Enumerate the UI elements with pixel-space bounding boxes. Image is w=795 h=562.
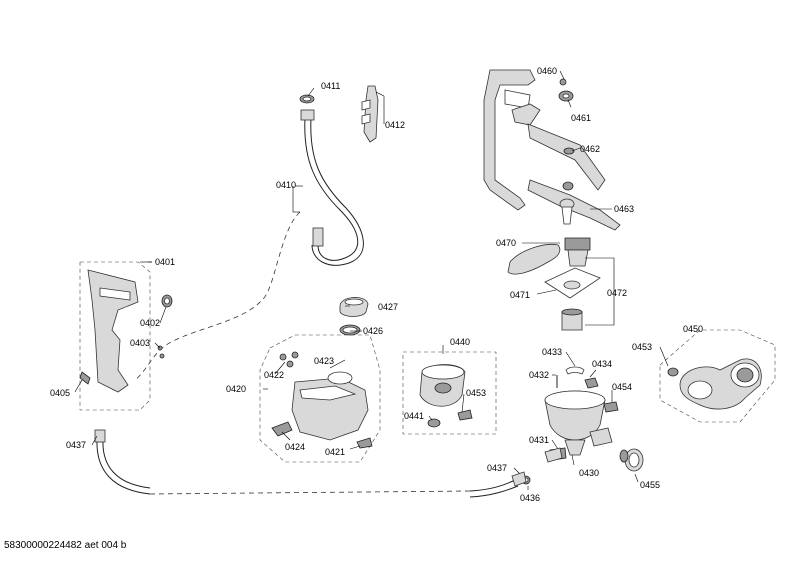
group-0412 <box>361 85 385 143</box>
label-0420: 0420 <box>226 384 246 394</box>
group-0426 <box>339 297 369 336</box>
inlet-connection-dashed-line <box>134 211 301 381</box>
label-0470: 0470 <box>496 238 516 248</box>
supply-pipe-part <box>483 69 536 211</box>
label-0434: 0434 <box>592 359 612 369</box>
label-0403: 0403 <box>130 338 150 348</box>
group-0437 <box>91 429 563 498</box>
label-0401: 0401 <box>155 257 175 267</box>
group-0460 <box>483 69 621 231</box>
label-0437-left: 0437 <box>66 440 86 450</box>
label-0454: 0454 <box>612 382 632 392</box>
label-0410: 0410 <box>276 180 296 190</box>
label-0405: 0405 <box>50 388 70 398</box>
label-0455: 0455 <box>640 480 660 490</box>
label-0453-center: 0453 <box>466 388 486 398</box>
drain-connection-dashed-line <box>149 490 471 495</box>
label-0437-right: 0437 <box>487 463 507 473</box>
label-0424: 0424 <box>285 442 305 452</box>
label-0421: 0421 <box>325 447 345 457</box>
document-number: 58300000224482 aet 004 b <box>4 540 127 551</box>
label-0430: 0430 <box>579 468 599 478</box>
group-0455 <box>619 448 644 483</box>
label-0432: 0432 <box>529 370 549 380</box>
label-0422: 0422 <box>264 370 284 380</box>
label-0461: 0461 <box>571 113 591 123</box>
upper-spray-arm-part <box>527 123 606 191</box>
label-0426: 0426 <box>363 326 383 336</box>
group-0420 <box>259 334 381 463</box>
group-0410 <box>292 87 364 266</box>
label-0436: 0436 <box>520 493 540 503</box>
label-0463: 0463 <box>614 204 634 214</box>
label-0471: 0471 <box>510 290 530 300</box>
label-0440: 0440 <box>450 337 470 347</box>
label-0423: 0423 <box>314 356 334 366</box>
label-0453-right: 0453 <box>632 342 652 352</box>
label-0412: 0412 <box>385 120 405 130</box>
group-0440 <box>402 345 497 435</box>
label-0402: 0402 <box>140 318 160 328</box>
label-0460: 0460 <box>537 66 557 76</box>
label-0472: 0472 <box>607 288 627 298</box>
label-0433: 0433 <box>542 347 562 357</box>
group-0470 <box>507 237 615 331</box>
group-0450 <box>659 329 776 423</box>
label-0450: 0450 <box>683 324 703 334</box>
label-0427: 0427 <box>378 302 398 312</box>
label-0441: 0441 <box>404 411 424 421</box>
mounting-clip-part <box>363 85 379 143</box>
label-0431: 0431 <box>529 435 549 445</box>
side-panel-part <box>87 269 139 393</box>
fine-filter-part <box>507 243 561 275</box>
label-0411: 0411 <box>321 81 340 91</box>
group-0430 <box>513 351 619 490</box>
label-0462: 0462 <box>580 144 600 154</box>
group-0401 <box>74 261 173 411</box>
